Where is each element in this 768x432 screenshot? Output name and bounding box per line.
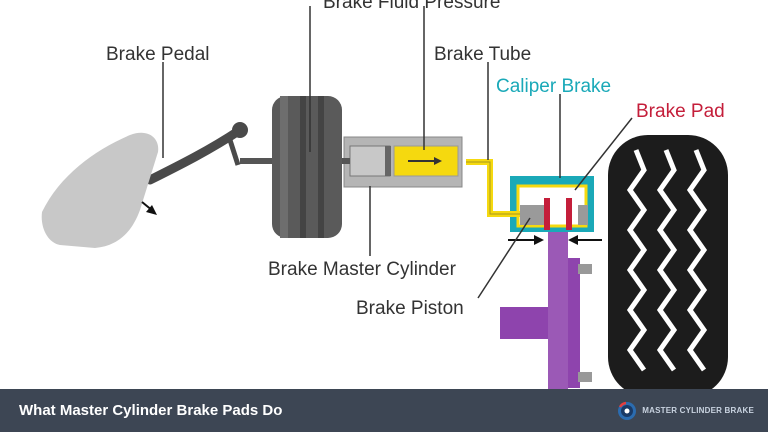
caliper-brake xyxy=(510,176,594,232)
label-brake-piston: Brake Piston xyxy=(356,298,464,319)
brand-name: MASTER CYLINDER BRAKE xyxy=(642,406,754,415)
label-brake-fluid-pressure: Brake Fluid Pressure xyxy=(323,0,500,13)
brake-booster xyxy=(272,96,342,238)
brake-tube xyxy=(466,159,520,217)
brake-rotor xyxy=(500,200,592,390)
brake-master-cylinder xyxy=(343,136,463,188)
leader-lines xyxy=(162,6,633,299)
label-caliper-brake: Caliper Brake xyxy=(496,76,611,97)
brake-system-diagram: Brake Fluid Pressure Brake Pedal Brake T… xyxy=(41,0,728,390)
label-brake-tube: Brake Tube xyxy=(434,44,531,65)
article-title: What Master Cylinder Brake Pads Do xyxy=(19,402,283,419)
brand-logo[interactable]: MASTER CYLINDER BRAKE xyxy=(617,401,754,421)
label-brake-pedal: Brake Pedal xyxy=(106,44,210,65)
foot xyxy=(41,132,159,248)
label-brake-pad: Brake Pad xyxy=(636,101,725,122)
piston-arrows xyxy=(508,235,602,245)
tire xyxy=(608,135,728,390)
label-brake-master-cylinder: Brake Master Cylinder xyxy=(268,259,457,280)
footer-bar: What Master Cylinder Brake Pads Do MASTE… xyxy=(0,389,768,432)
brake-disc-logo-icon xyxy=(618,401,637,420)
